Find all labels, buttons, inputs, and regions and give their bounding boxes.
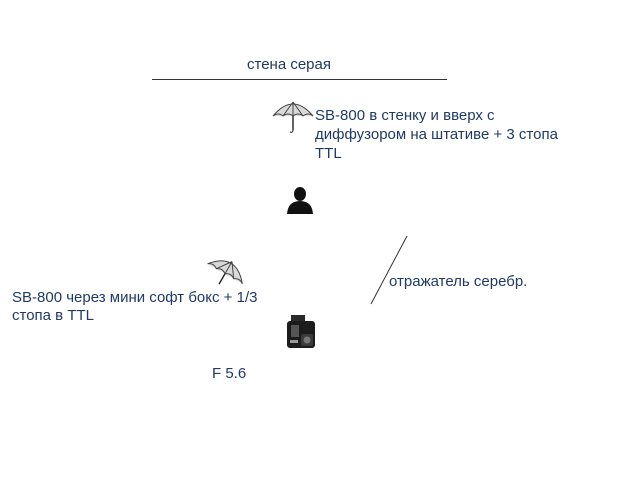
reflector-line	[370, 235, 408, 305]
umbrella-icon	[207, 260, 243, 285]
flash-top-label-line3: TTL	[315, 145, 342, 162]
wall-label: стена серая	[247, 56, 331, 73]
camera-icon	[287, 315, 315, 348]
umbrella-icon	[272, 101, 314, 133]
flash-left-label-line1: SB-800 через мини софт бокс + 1/3	[12, 289, 258, 306]
flash-left-label-line2: стопа в TTL	[12, 307, 94, 324]
person-icon	[287, 187, 313, 214]
wall-line	[152, 79, 447, 80]
reflector-label: отражатель серебр.	[389, 273, 528, 290]
flash-top-label-line1: SB-800 в стенку и вверх с	[315, 107, 495, 124]
flash-top-label-line2: диффузором на штативе + 3 стопа	[315, 126, 558, 143]
aperture-label: F 5.6	[212, 365, 247, 382]
